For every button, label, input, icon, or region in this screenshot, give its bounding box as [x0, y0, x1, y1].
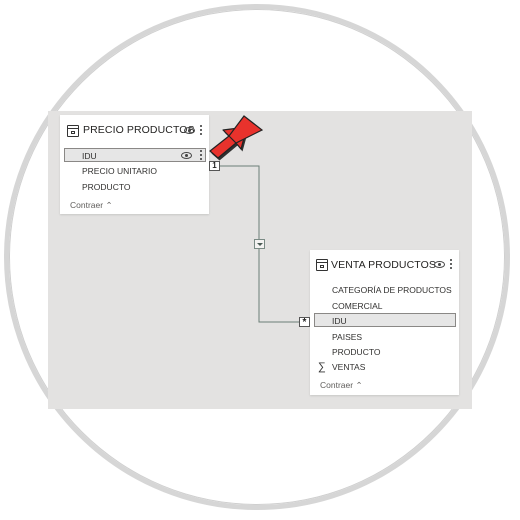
- field-producto[interactable]: PRODUCTO: [332, 347, 381, 357]
- cardinality-one-badge: 1: [209, 161, 220, 171]
- more-options-icon[interactable]: [200, 150, 203, 161]
- collapse-toggle[interactable]: Contraer ⌃: [320, 380, 363, 391]
- table-icon: [67, 125, 79, 137]
- precio-productos-table[interactable]: PRECIO PRODUCTOS IDU PRECIO UNITARIO PRO…: [60, 115, 209, 214]
- eye-icon[interactable]: [434, 261, 445, 268]
- field-comercial[interactable]: COMERCIAL: [332, 301, 383, 311]
- field-producto[interactable]: PRODUCTO: [82, 182, 131, 192]
- table-icon: [316, 259, 328, 271]
- chevron-up-icon: ⌃: [355, 380, 363, 390]
- venta-productos-table[interactable]: VENTA PRODUCTOS CATEGORÍA DE PRODUCTOS C…: [310, 250, 459, 395]
- eye-icon[interactable]: [181, 152, 192, 159]
- more-options-icon[interactable]: [200, 125, 203, 136]
- collapse-label: Contraer: [70, 200, 104, 210]
- chevron-up-icon: ⌃: [105, 200, 113, 210]
- table-title: VENTA PRODUCTOS: [331, 259, 436, 271]
- table-header[interactable]: VENTA PRODUCTOS: [310, 250, 459, 280]
- field-paises[interactable]: PAISES: [332, 332, 363, 342]
- field-ventas[interactable]: VENTAS: [332, 362, 366, 372]
- more-options-icon[interactable]: [450, 259, 453, 270]
- sigma-icon: ∑: [318, 361, 326, 373]
- field-precio-unitario[interactable]: PRECIO UNITARIO: [82, 166, 157, 176]
- red-arrow-icon: [209, 115, 264, 161]
- field-idu[interactable]: IDU: [332, 316, 347, 326]
- table-title: PRECIO PRODUCTOS: [83, 124, 195, 136]
- field-categoria[interactable]: CATEGORÍA DE PRODUCTOS: [332, 285, 452, 295]
- field-row-selected[interactable]: [314, 313, 456, 327]
- cardinality-many-badge: *: [299, 317, 310, 328]
- collapse-toggle[interactable]: Contraer ⌃: [70, 200, 113, 211]
- eye-icon[interactable]: [184, 127, 195, 134]
- table-header[interactable]: PRECIO PRODUCTOS: [60, 115, 209, 145]
- collapse-label: Contraer: [320, 380, 354, 390]
- field-row-selected[interactable]: [64, 148, 206, 162]
- field-idu[interactable]: IDU: [82, 151, 97, 161]
- cross-filter-direction-icon[interactable]: [254, 239, 265, 249]
